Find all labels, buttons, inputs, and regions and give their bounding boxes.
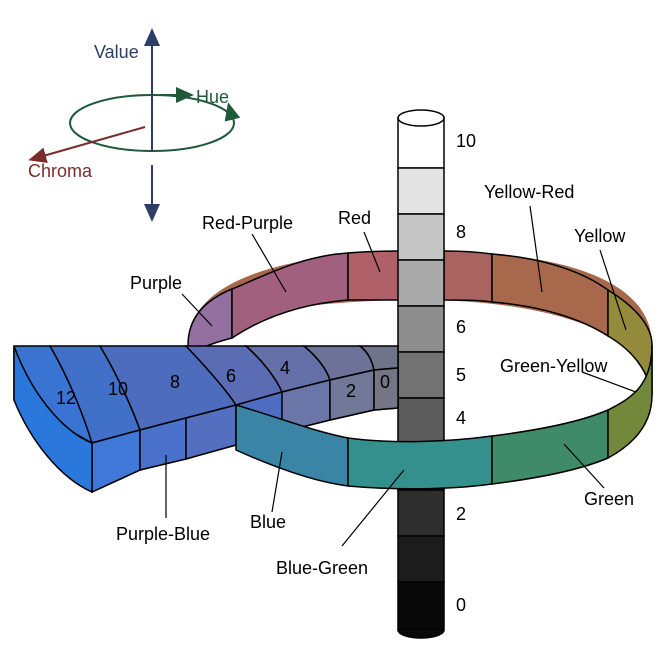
label-red: Red <box>338 208 371 228</box>
leader-lines <box>165 205 637 547</box>
value-label-4: 4 <box>456 408 466 428</box>
column-top <box>397 109 445 127</box>
segment-yellow-red <box>491 253 609 338</box>
leader-yellow-red <box>529 205 543 293</box>
value-column <box>397 109 445 639</box>
wedge-front-seg-6 <box>373 367 399 411</box>
leader-green <box>563 443 605 489</box>
value-step-4 <box>397 397 445 445</box>
column-bottom <box>397 629 445 639</box>
hue-labels: Red Red-Purple Purple Yellow-Red Yellow … <box>116 182 634 578</box>
leader-red-purple <box>251 233 287 293</box>
chroma-label-0: 0 <box>380 372 390 392</box>
value-scale-labels: 10 8 6 5 4 2 0 <box>456 131 476 615</box>
value-label-0: 0 <box>456 595 466 615</box>
segment-red-purple <box>231 252 349 340</box>
value-axis-label: Value <box>94 42 139 62</box>
chroma-label-10: 10 <box>108 379 128 399</box>
label-green: Green <box>584 489 634 509</box>
segment-green-yellow <box>607 344 653 460</box>
value-step-2 <box>397 489 445 537</box>
hue-ring-front <box>235 344 653 490</box>
leader-blue-green <box>341 469 405 547</box>
label-purple: Purple <box>130 273 182 293</box>
label-blue: Blue <box>250 512 286 532</box>
label-green-yellow: Green-Yellow <box>500 356 608 376</box>
value-step-5 <box>397 351 445 399</box>
segment-red-right <box>443 250 493 303</box>
chroma-axis-arrow <box>28 126 146 163</box>
chroma-label-12: 12 <box>56 388 76 408</box>
wedge-left-face <box>13 345 93 494</box>
chroma-label-6: 6 <box>226 366 236 386</box>
label-yellow-red: Yellow-Red <box>484 182 574 202</box>
leader-purple <box>181 293 213 327</box>
chroma-label-4: 4 <box>280 358 290 378</box>
value-label-10: 10 <box>456 131 476 151</box>
value-label-6: 6 <box>456 317 466 337</box>
leader-green-yellow <box>581 371 637 393</box>
value-step-7 <box>397 259 445 307</box>
value-step-9 <box>397 167 445 215</box>
hue-axis-label: Hue <box>196 87 229 107</box>
label-purple-blue: Purple-Blue <box>116 524 210 544</box>
chroma-scale-labels: 0 2 4 6 8 10 12 <box>56 358 390 408</box>
value-step-8 <box>397 213 445 261</box>
leader-red <box>363 231 381 273</box>
leader-blue <box>271 451 283 513</box>
leader-yellow <box>599 249 627 331</box>
hue-ring-back <box>187 250 653 396</box>
value-label-5: 5 <box>456 365 466 385</box>
value-label-8: 8 <box>456 222 466 242</box>
label-yellow: Yellow <box>574 226 626 246</box>
segment-blue-green <box>347 435 493 490</box>
value-label-2: 2 <box>456 504 466 524</box>
label-blue-green: Blue-Green <box>276 558 368 578</box>
value-step-0 <box>397 581 445 631</box>
axes-legend: Value Hue Chroma <box>28 28 241 222</box>
chroma-label-8: 8 <box>170 372 180 392</box>
value-step-6 <box>397 305 445 353</box>
chroma-label-2: 2 <box>346 381 356 401</box>
chroma-axis-label: Chroma <box>28 161 93 181</box>
hue-arrow-head-right <box>224 102 241 122</box>
value-step-1 <box>397 535 445 583</box>
label-red-purple: Red-Purple <box>202 213 293 233</box>
